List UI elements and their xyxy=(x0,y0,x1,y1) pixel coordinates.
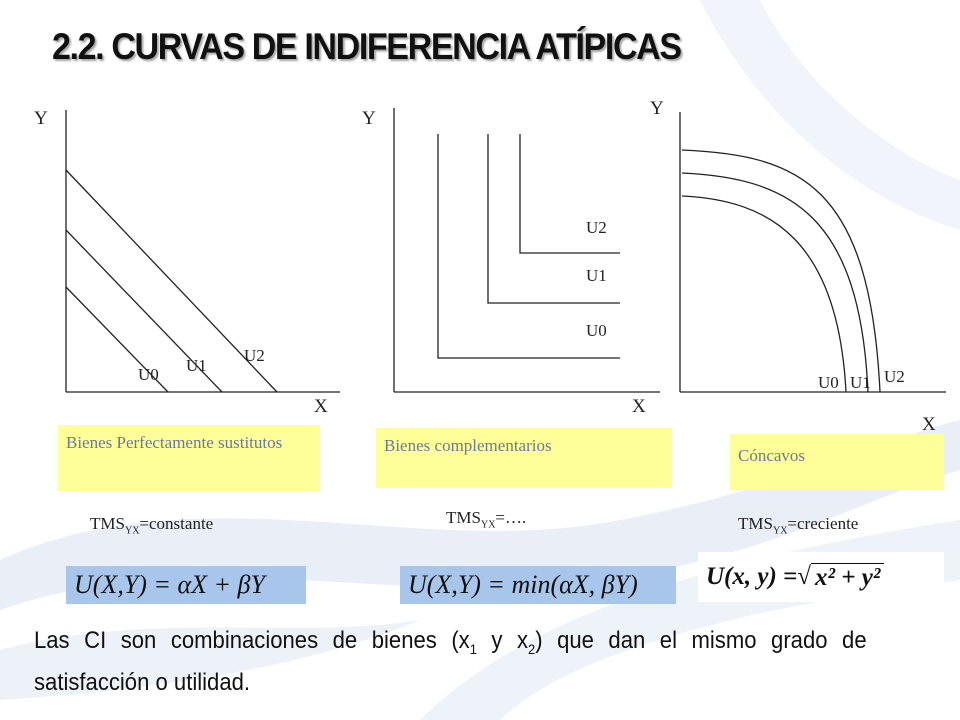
panel-complements: Y X U0 U1 U2 xyxy=(362,108,660,417)
indifference-l-u0 xyxy=(437,134,620,359)
indifference-curve-u0 xyxy=(681,195,847,393)
indifference-curve-u1 xyxy=(681,172,869,393)
curve-label-u2: U2 xyxy=(244,346,265,365)
sqrt-icon: √ xyxy=(797,563,812,590)
indifference-line-u0 xyxy=(65,286,169,393)
tms-substitutes: TMSYX=constante xyxy=(90,514,214,537)
panel-concave: Y X U0 U1 U2 xyxy=(650,98,946,435)
curve-label-u0: U0 xyxy=(818,373,839,392)
page-title: 2.2. CURVAS DE INDIFERENCIA ATÍPICAS xyxy=(52,26,682,67)
caption-complements: Bienes complementarios xyxy=(376,428,672,488)
curve-label-u1: U1 xyxy=(186,356,207,375)
indifference-curve-u2 xyxy=(681,149,881,393)
indifference-curves-diagram: Y X U0 U1 U2 Y X U0 U1 U2 Y X U0 U1 U2 xyxy=(34,98,946,435)
y-axis-label: Y xyxy=(34,108,48,129)
curve-label-u0: U0 xyxy=(586,321,607,340)
x-axis-label: X xyxy=(632,396,646,417)
curve-label-u2: U2 xyxy=(586,218,607,237)
indifference-l-u1 xyxy=(487,134,620,304)
curve-label-u1: U1 xyxy=(586,266,607,285)
curve-label-u1: U1 xyxy=(850,373,871,392)
y-axis-label: Y xyxy=(650,98,664,119)
indifference-line-u2 xyxy=(65,169,278,393)
caption-concave: Cóncavos xyxy=(730,434,944,490)
curve-label-u0: U0 xyxy=(138,365,159,384)
formula-substitutes: U(X,Y) = αX + βY xyxy=(66,566,306,604)
formula-complements: U(X,Y) = min(αX, βY) xyxy=(400,566,676,604)
x-axis-label: X xyxy=(314,396,328,417)
footer-text: Las CI son combinaciones de bienes (x1 y… xyxy=(34,627,867,696)
y-axis-label: Y xyxy=(362,108,376,129)
tms-concave: TMSYX=creciente xyxy=(738,514,859,537)
indifference-line-u1 xyxy=(65,229,223,393)
curve-label-u2: U2 xyxy=(884,367,905,386)
panel-substitutes: Y X U0 U1 U2 xyxy=(34,108,340,417)
caption-substitutes: Bienes Perfectamente sustitutos xyxy=(58,425,320,491)
indifference-l-u2 xyxy=(519,134,620,254)
tms-complements: TMSYX=…. xyxy=(446,508,527,531)
formula-concave: U(x, y) = √x² + y² xyxy=(698,552,944,602)
x-axis-label: X xyxy=(922,414,936,435)
